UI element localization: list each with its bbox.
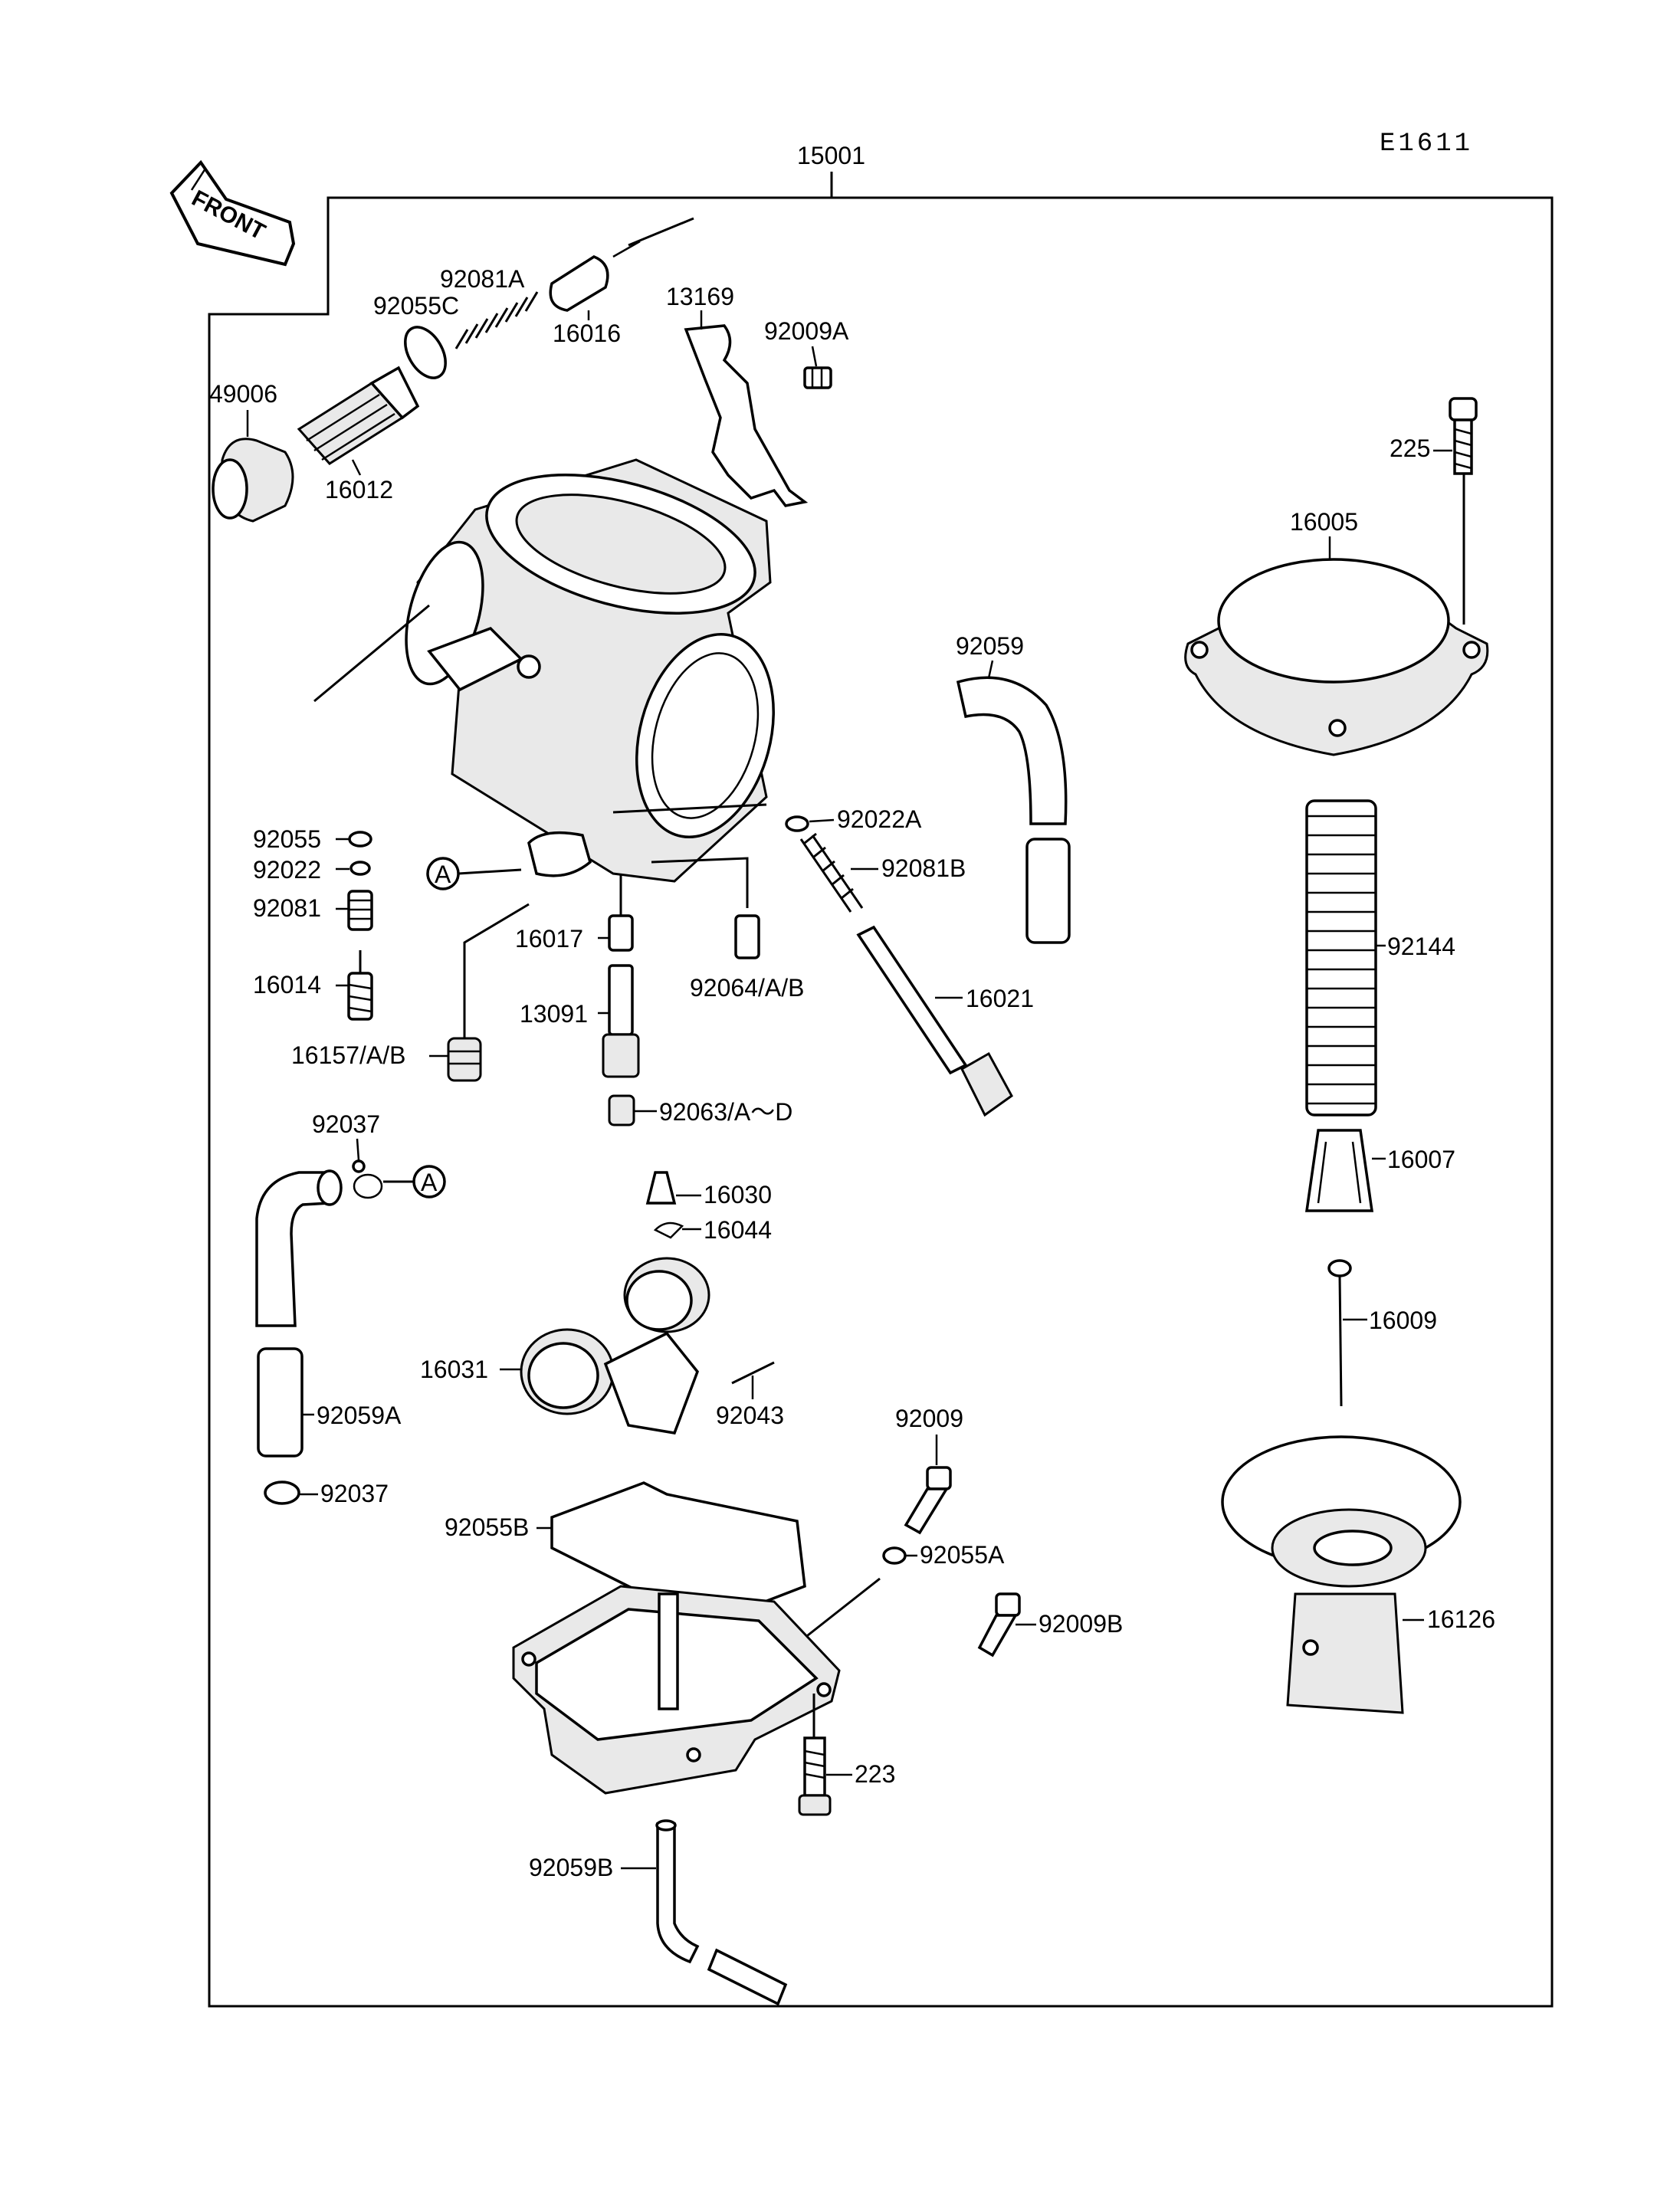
part-16005-cover	[1184, 558, 1489, 756]
part-92081B-spring	[799, 832, 864, 913]
part-92055A-oring	[882, 1546, 907, 1565]
label-16044: 16044	[704, 1216, 772, 1244]
part-92063-jet	[608, 1094, 635, 1126]
part-92064-screw	[651, 857, 760, 959]
label-92081: 92081	[253, 894, 321, 922]
label-16012: 16012	[325, 476, 393, 503]
label-16126: 16126	[1427, 1605, 1495, 1633]
part-223-screw	[798, 1694, 832, 1816]
callout-a-top: A	[426, 857, 522, 890]
label-92064AB: 92064/A/B	[690, 974, 804, 1002]
label-92043: 92043	[716, 1402, 784, 1429]
diagram-code: E1611	[1380, 130, 1473, 159]
part-49006-boot	[212, 438, 294, 523]
part-92055B-gasket	[550, 1481, 806, 1626]
label-92059B: 92059B	[529, 1854, 613, 1881]
label-13169: 13169	[666, 283, 734, 310]
part-carburetor-body	[405, 458, 775, 883]
svg-text:A: A	[421, 1169, 438, 1196]
label-16016: 16016	[553, 320, 621, 347]
label-92144: 92144	[1387, 933, 1455, 960]
label-16005: 16005	[1290, 508, 1358, 536]
label-223: 223	[855, 1760, 895, 1788]
part-92037-clip-top	[352, 1159, 383, 1199]
part-13169-bracket	[684, 324, 809, 507]
part-labels: 92081A 92055C 16016 13169 92009A 49006 1…	[209, 265, 1495, 1881]
label-16030: 16030	[704, 1181, 772, 1208]
part-16021-screw	[856, 925, 1013, 1117]
assembly-label: 15001	[797, 142, 865, 169]
label-16007: 16007	[1387, 1146, 1455, 1173]
label-16031: 16031	[420, 1356, 488, 1383]
part-16157-jet	[447, 1037, 482, 1082]
label-13091: 13091	[520, 1000, 588, 1028]
front-arrow-icon: FRONT	[169, 159, 296, 267]
part-16014-screw	[347, 950, 373, 1021]
part-16012-holder	[297, 366, 420, 465]
part-92055C-oring	[404, 326, 447, 379]
part-16030-valve	[645, 1171, 677, 1205]
part-92022-washer	[349, 861, 371, 876]
part-16017-jet	[608, 874, 634, 952]
svg-text:A: A	[435, 861, 451, 888]
label-92037-bottom: 92037	[320, 1480, 389, 1507]
part-92022A-washer	[785, 815, 809, 832]
part-92009B-screw	[977, 1592, 1021, 1658]
label-49006: 49006	[209, 380, 277, 408]
part-16044-clip	[653, 1221, 684, 1239]
label-92009A: 92009A	[764, 317, 849, 345]
part-16009-needle	[1327, 1259, 1352, 1407]
label-16017: 16017	[515, 925, 583, 953]
part-float-bowl	[512, 1585, 841, 1795]
part-92144-spring	[1305, 799, 1377, 1117]
part-16007-holder	[1304, 1129, 1374, 1212]
label-92055C: 92055C	[373, 292, 459, 320]
part-92009A-screw	[803, 366, 832, 389]
part-13091-jet	[602, 964, 640, 1078]
assembly-frame: 15001	[208, 142, 1554, 2008]
label-92081B: 92081B	[881, 854, 966, 882]
label-92022A: 92022A	[837, 805, 922, 833]
part-92081A-spring	[454, 291, 539, 349]
label-92055: 92055	[253, 825, 321, 853]
label-92037-top: 92037	[312, 1110, 380, 1138]
label-16021: 16021	[966, 985, 1034, 1012]
part-92059B-tube	[655, 1819, 788, 2006]
label-92022: 92022	[253, 856, 321, 884]
label-92081A: 92081A	[440, 265, 525, 293]
part-92037-clip-bottom	[264, 1481, 300, 1505]
label-16157AB: 16157/A/B	[291, 1041, 405, 1069]
part-16031-float	[520, 1257, 710, 1435]
part-92081-spring	[347, 890, 373, 931]
label-92009B: 92009B	[1039, 1610, 1123, 1638]
part-92055-oring	[348, 831, 372, 848]
part-16016-plunger	[549, 240, 641, 312]
label-92055B: 92055B	[445, 1513, 529, 1541]
part-16126-diaphragm	[1221, 1435, 1462, 1714]
label-92009: 92009	[895, 1405, 963, 1432]
label-92055A: 92055A	[920, 1541, 1005, 1569]
part-92043-pin	[731, 1361, 775, 1385]
label-16014: 16014	[253, 971, 321, 998]
part-92059-hose	[956, 676, 1071, 944]
label-92059A: 92059A	[317, 1402, 402, 1429]
label-16009: 16009	[1369, 1307, 1437, 1334]
label-92063AD: 92063/A～D	[659, 1098, 792, 1126]
callout-a-bottom: A	[383, 1165, 446, 1199]
part-92009-screw	[904, 1466, 952, 1535]
part-225-screw	[1449, 397, 1478, 475]
label-92059: 92059	[956, 632, 1024, 660]
label-225: 225	[1390, 434, 1430, 462]
part-92059A-hose	[255, 1169, 343, 1458]
